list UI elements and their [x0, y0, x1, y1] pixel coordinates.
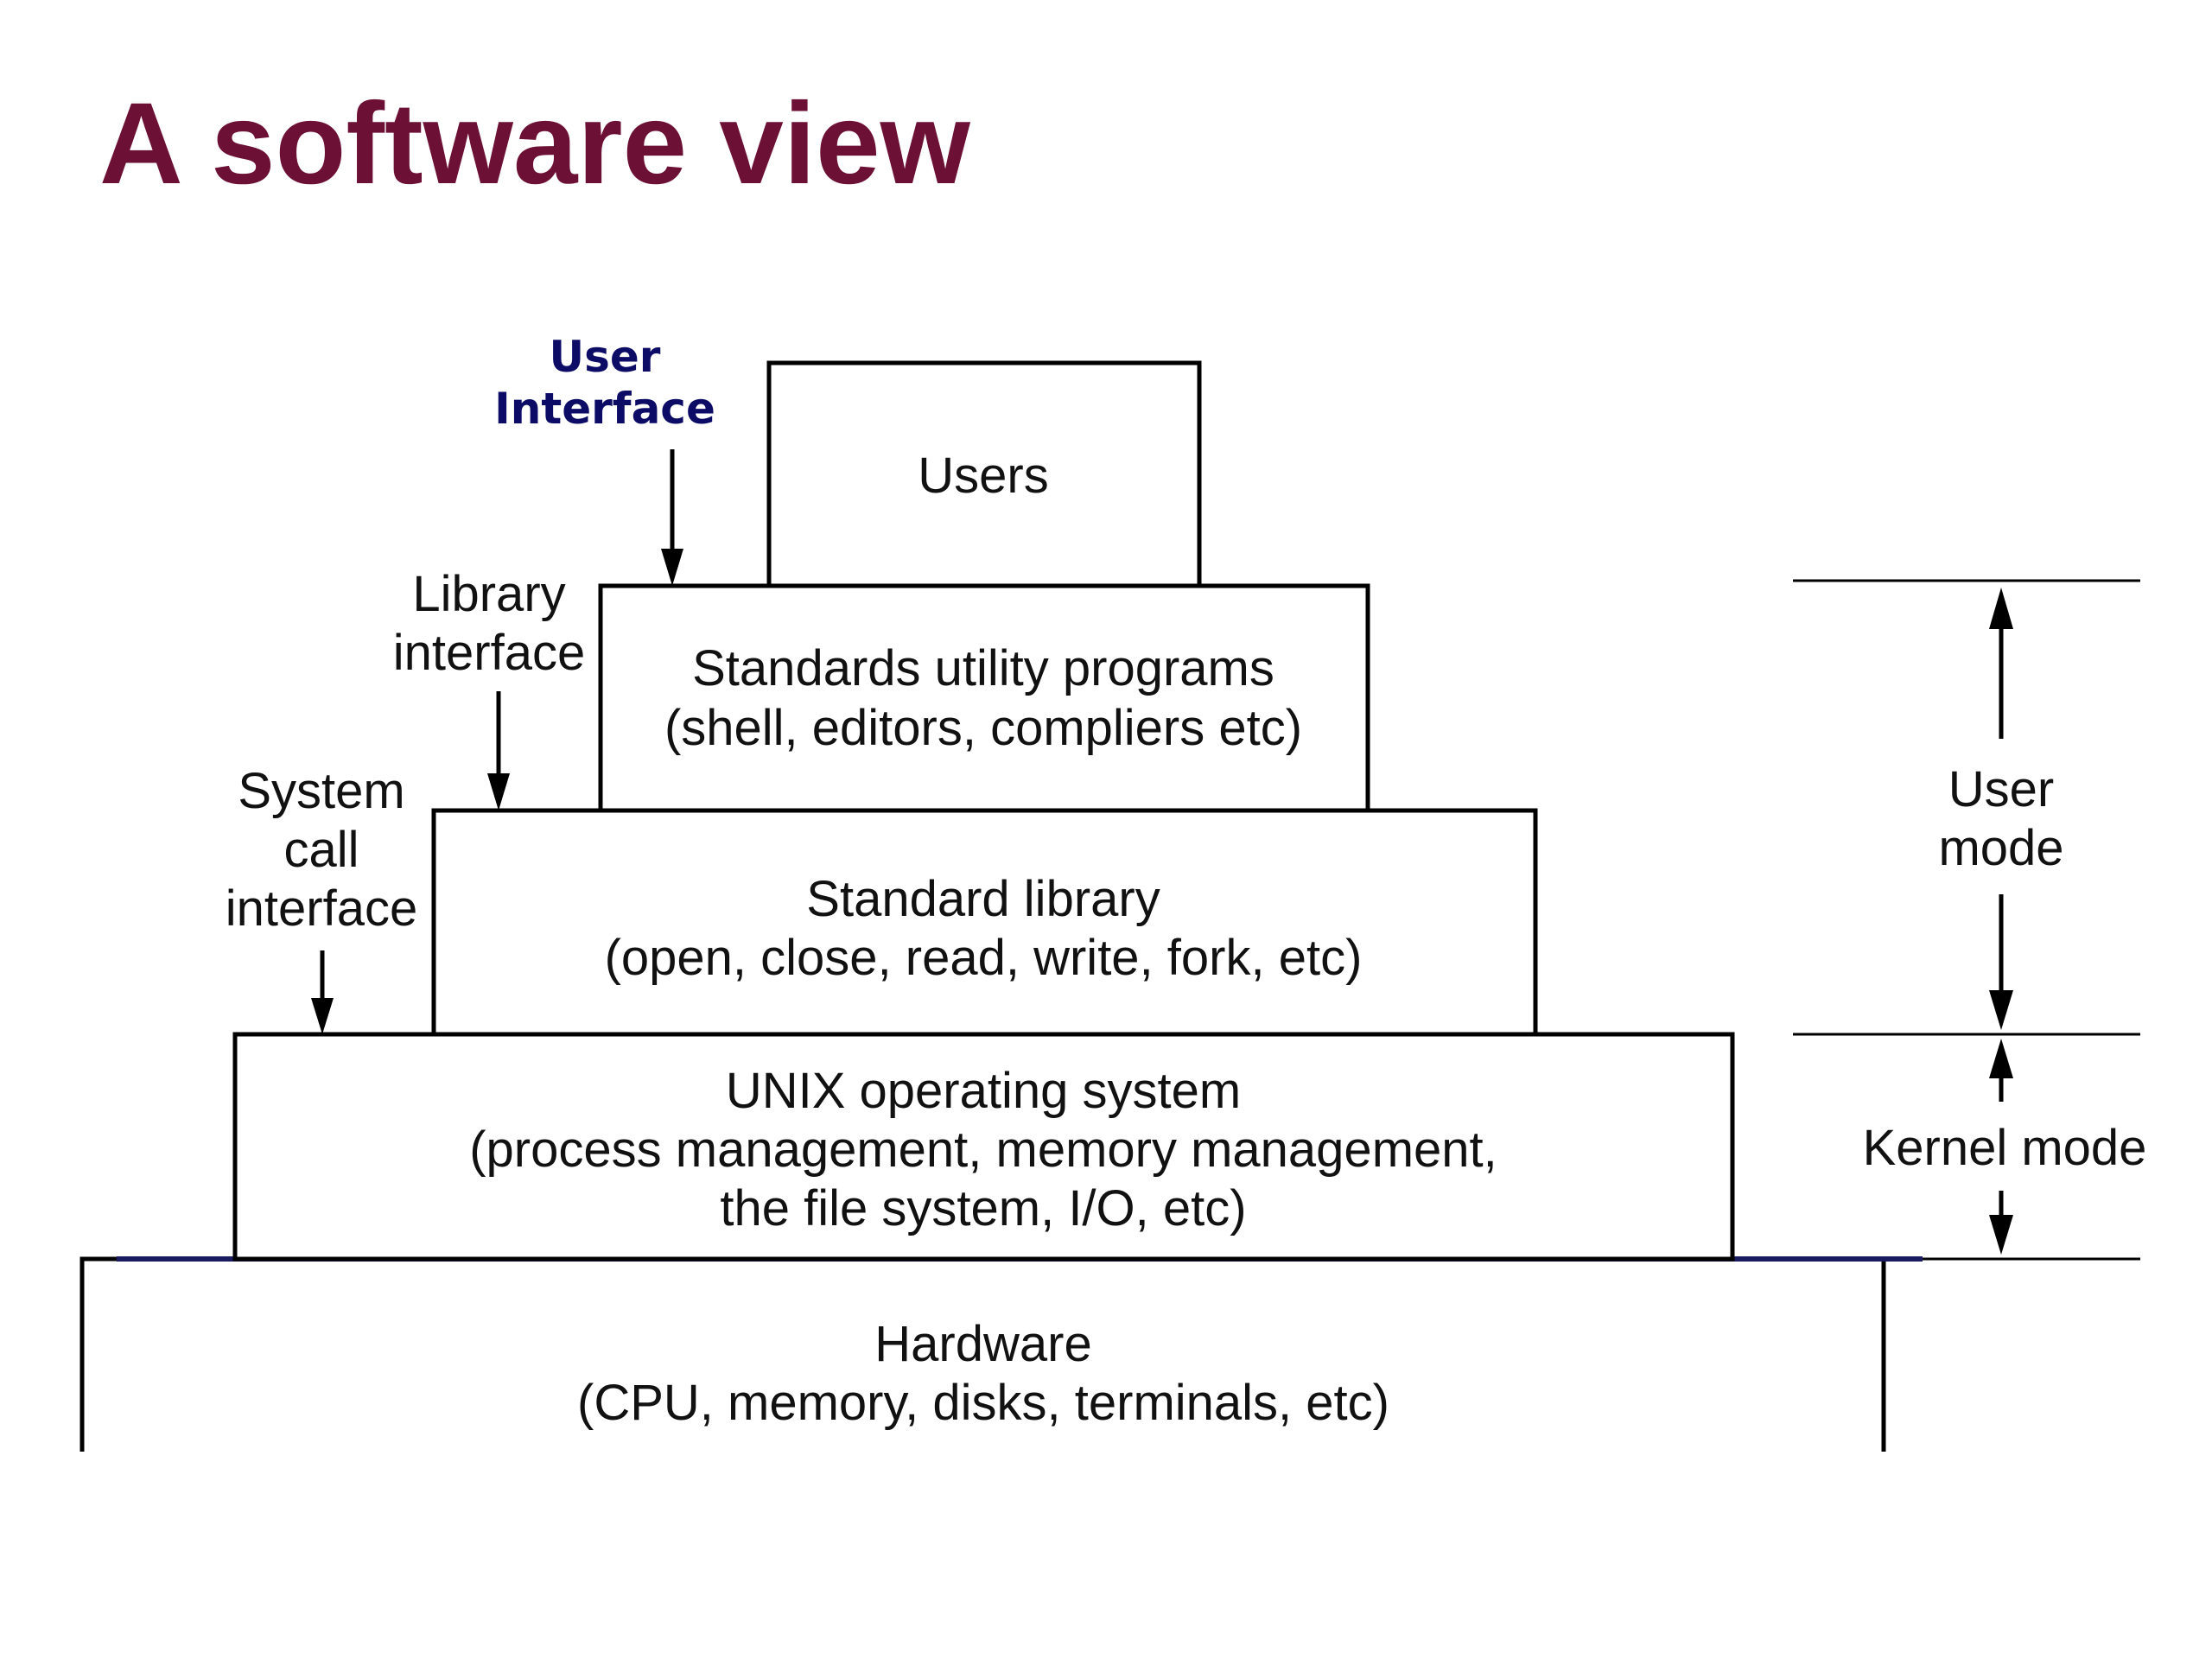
library-layer: Standard library (open, close, read, wri…: [431, 808, 1538, 1037]
utilities-layer: Standards utility programs (shell, edito…: [598, 583, 1370, 813]
library-interface-label-line-1: Library: [412, 566, 565, 622]
slide-title: A software view: [99, 79, 970, 208]
os-title: UNIX operating system: [726, 1063, 1241, 1119]
down-arrow-icon: [661, 449, 683, 586]
syscall-interface-annotation: System call interface: [226, 763, 417, 1034]
user-mode-label-line-1: User: [1948, 761, 2054, 817]
syscall-interface-label-line-1: System: [238, 763, 404, 819]
library-interface-label-line-2: interface: [393, 625, 585, 681]
syscall-interface-label-line-3: interface: [226, 880, 417, 937]
library-interface-annotation: Library interface: [393, 566, 585, 810]
user-interface-label-line-2: Interface: [494, 384, 715, 434]
down-arrow-icon: [487, 691, 510, 810]
mode-scale: User mode Kernel mode: [1793, 579, 2147, 1261]
hardware-description: (CPU, memory, disks, terminals, etc): [577, 1375, 1389, 1431]
users-title: Users: [918, 448, 1048, 504]
library-title: Standard library: [806, 871, 1160, 927]
os-description-line-1: (process management, memory management,: [469, 1122, 1497, 1178]
syscall-interface-label-line-2: call: [283, 822, 359, 878]
utilities-description: (shell, editors, compliers etc): [664, 700, 1302, 756]
hardware-layer: Hardware (CPU, memory, disks, terminals,…: [79, 1256, 1923, 1452]
up-arrow-icon: [1989, 588, 2013, 739]
kernel-mode-label: Kernel mode: [1863, 1120, 2147, 1176]
users-layer: Users: [766, 360, 1202, 588]
library-description: (open, close, read, write, fork, etc): [605, 930, 1363, 986]
user-interface-annotation: User Interface: [494, 332, 715, 586]
down-arrow-icon: [1989, 1191, 2013, 1255]
down-arrow-icon: [311, 950, 334, 1034]
down-arrow-icon: [1989, 894, 2013, 1030]
os-layer: UNIX operating system (process managemen…: [232, 1032, 1735, 1262]
up-arrow-icon: [1989, 1039, 2013, 1102]
utilities-title: Standards utility programs: [692, 640, 1274, 696]
user-interface-label-line-1: User: [550, 332, 661, 382]
user-mode-label-line-2: mode: [1938, 820, 2063, 876]
hardware-title: Hardware: [874, 1316, 1091, 1372]
os-description-line-2: the file system, I/O, etc): [720, 1180, 1246, 1236]
